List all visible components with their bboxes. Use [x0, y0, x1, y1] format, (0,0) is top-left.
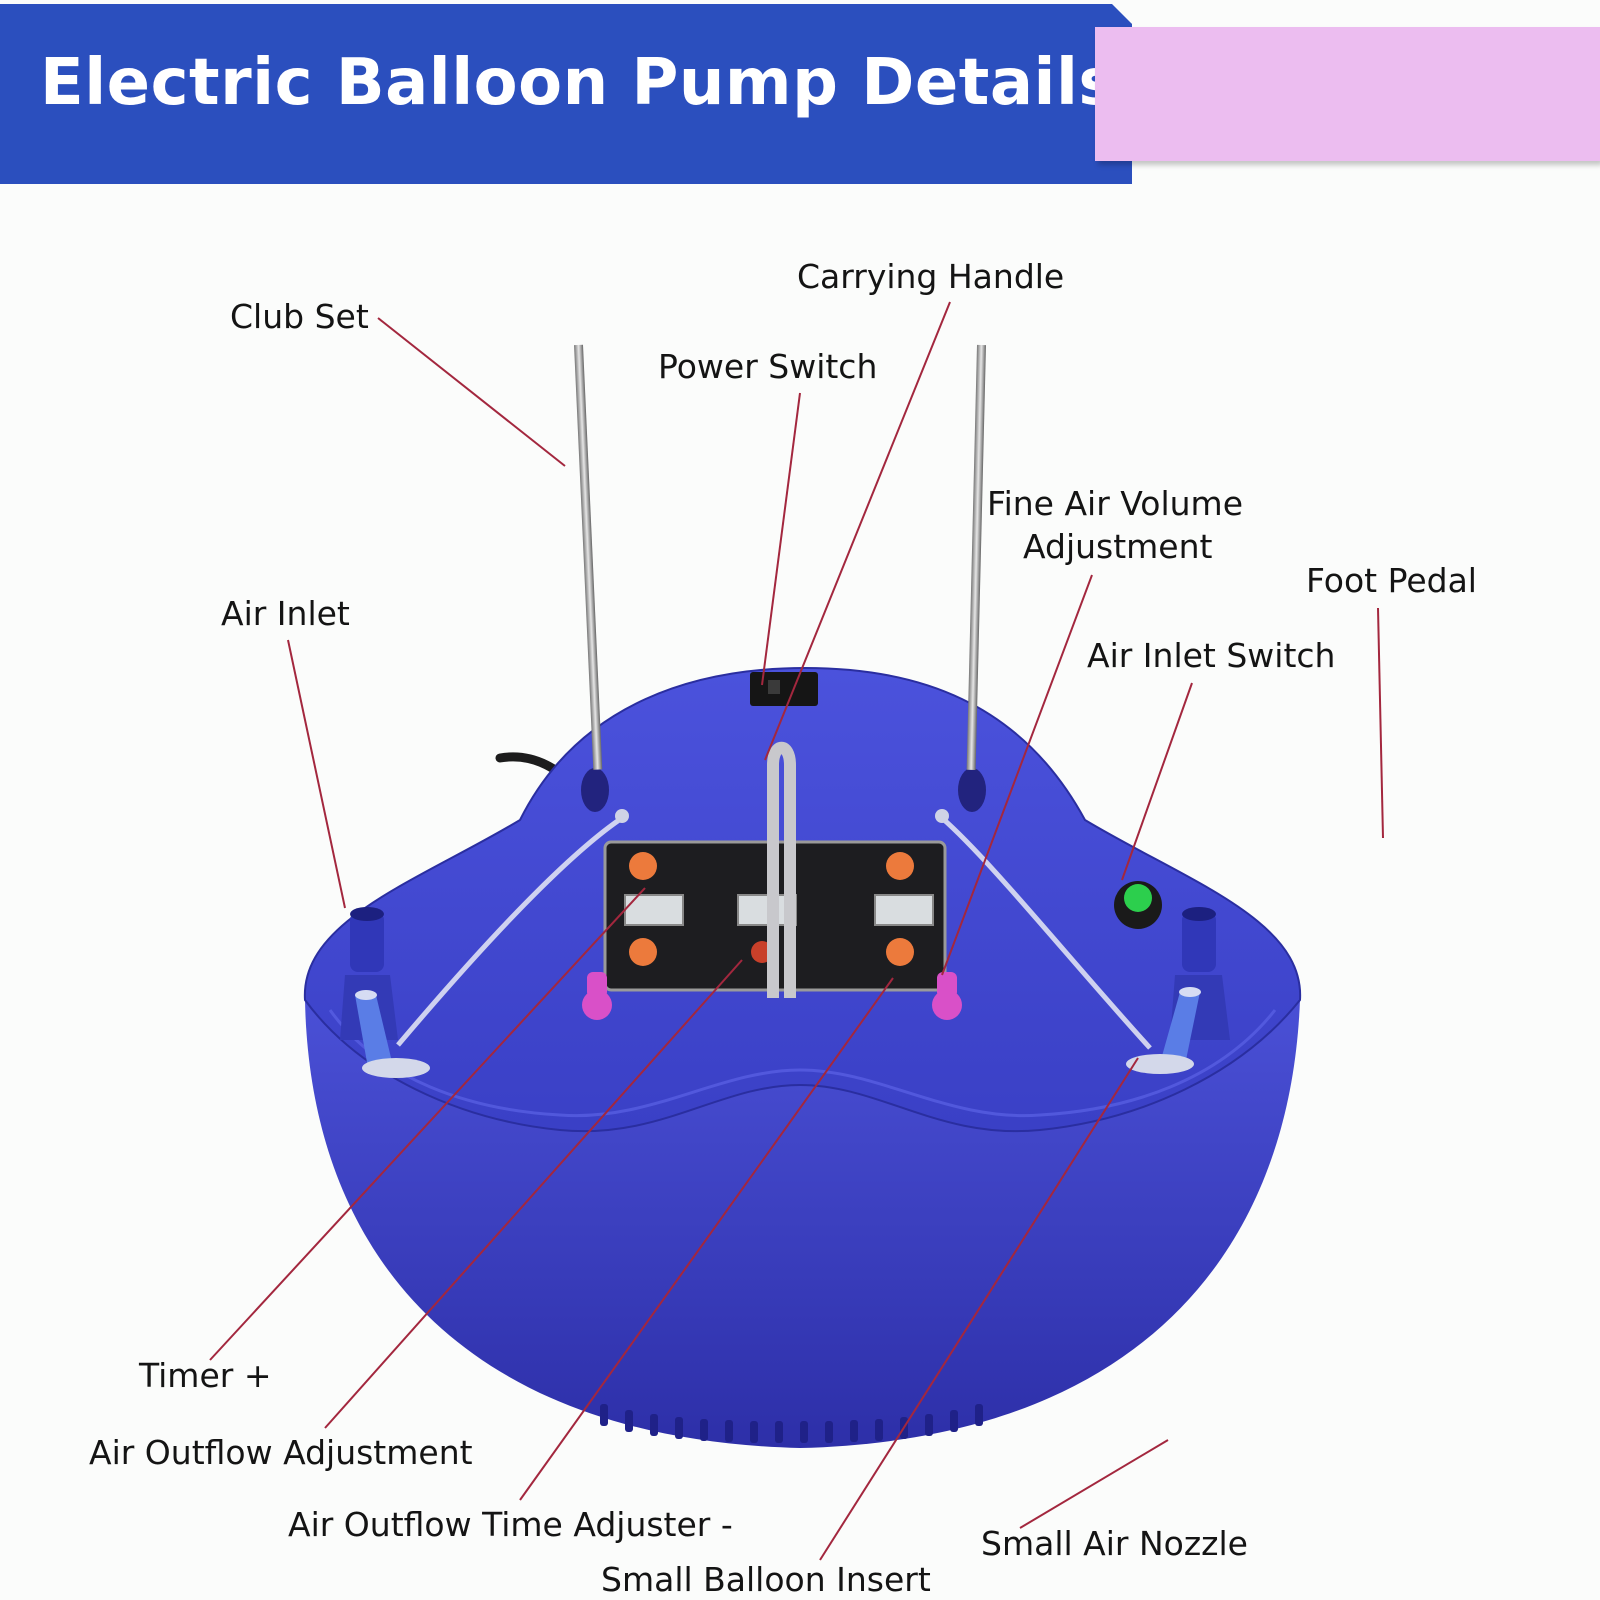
- label-air-outflow-adjustment: Air Outflow Adjustment: [89, 1433, 473, 1472]
- label-air-inlet-switch: Air Inlet Switch: [1087, 636, 1336, 675]
- label-air-inlet: Air Inlet: [221, 594, 350, 633]
- label-carrying-handle: Carrying Handle: [797, 257, 1065, 296]
- label-air-outflow-time-adjuster: Air Outflow Time Adjuster -: [288, 1505, 733, 1544]
- panel-buttons: [629, 852, 914, 966]
- label-small-air-nozzle: Small Air Nozzle: [981, 1524, 1248, 1563]
- title-banner: Electric Balloon Pump Details: [0, 4, 1132, 184]
- small-air-nozzle-right: [1126, 987, 1201, 1074]
- club-rod-right: [966, 344, 986, 770]
- label-club-set: Club Set: [230, 297, 369, 336]
- vent-slots: [600, 1404, 983, 1443]
- label-foot-pedal: Foot Pedal: [1306, 561, 1477, 600]
- accent-band: [1095, 27, 1600, 161]
- leader-lines: [209, 301, 1384, 1561]
- air-volume-knobs: [582, 972, 962, 1020]
- carrying-handle: [767, 741, 796, 998]
- label-small-balloon-insert: Small Balloon Insert: [601, 1560, 931, 1599]
- small-air-nozzle-left: [355, 990, 430, 1078]
- label-fine-air-volume-line2: Adjustment: [1023, 527, 1213, 566]
- label-power-switch: Power Switch: [658, 347, 878, 386]
- label-timer-plus: Timer +: [139, 1356, 272, 1395]
- page-title: Electric Balloon Pump Details: [40, 46, 1117, 120]
- label-fine-air-volume-line1: Fine Air Volume: [987, 484, 1243, 523]
- power-switch: [750, 672, 818, 706]
- club-rod-left: [574, 344, 603, 770]
